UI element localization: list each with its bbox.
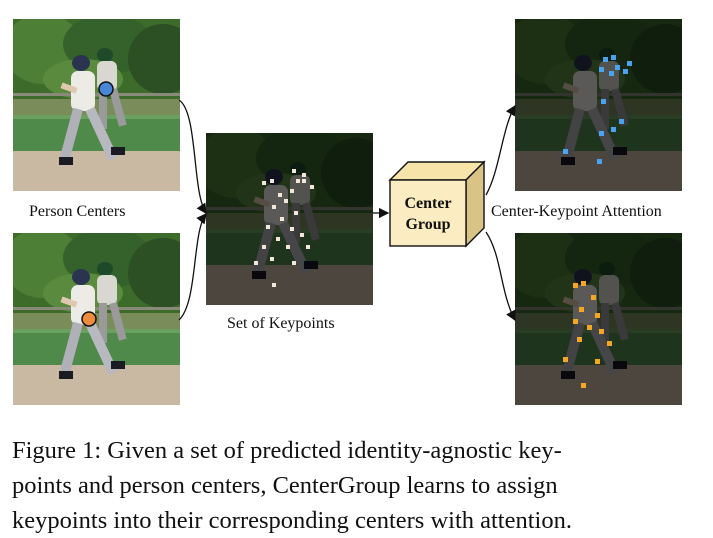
keypoints-image <box>206 133 373 305</box>
attention-image-blue <box>515 19 682 191</box>
center-keypoint-attention-label: Center-Keypoint Attention <box>491 203 662 220</box>
person-centers-label: Person Centers <box>29 203 126 220</box>
person-centers-image-top <box>13 19 180 191</box>
person-center-marker-orange <box>81 311 97 327</box>
caption-line-2: points and person centers, CenterGroup l… <box>12 472 558 499</box>
attention-image-orange <box>515 233 682 405</box>
attention-markers-orange <box>563 281 612 388</box>
person-center-marker-blue <box>98 81 114 97</box>
arrow-icon <box>178 99 207 215</box>
caption-line-1: Figure 1: Given a set of predicted ident… <box>12 437 562 464</box>
figure-caption: Figure 1: Given a set of predicted ident… <box>12 433 702 538</box>
person-centers-image-bottom <box>13 233 180 405</box>
keypoint-markers <box>254 169 314 287</box>
arrow-icon <box>178 212 207 321</box>
set-of-keypoints-label: Set of Keypoints <box>227 315 335 332</box>
arrow-icon <box>485 231 516 322</box>
attention-markers-blue <box>563 55 632 164</box>
center-group-label-line2: Group <box>405 216 451 233</box>
arrow-icon <box>485 104 516 196</box>
center-group-cube-icon: Center Group <box>388 160 486 250</box>
center-group-label-line1: Center <box>404 195 452 212</box>
caption-line-3: keypoints into their corresponding cente… <box>12 507 572 534</box>
